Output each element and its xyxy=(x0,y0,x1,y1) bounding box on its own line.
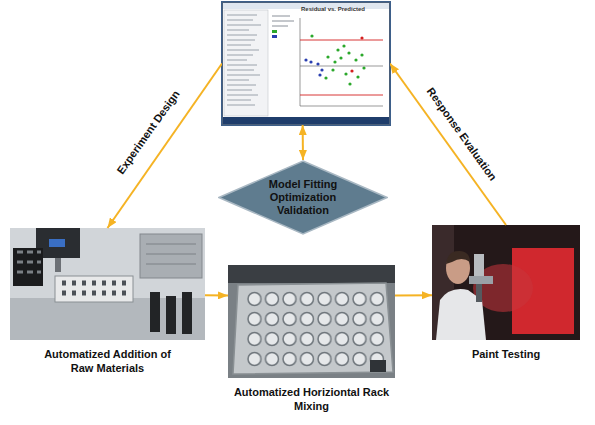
edge-label: Response Evaluation xyxy=(425,85,500,182)
flow-arrow xyxy=(302,125,304,160)
photo-background xyxy=(432,225,580,340)
photo-box: Paint Testing xyxy=(432,225,580,340)
side-panel-items xyxy=(227,15,261,105)
decision-diamond: Model Fitting Optimization Validation xyxy=(218,160,388,235)
diamond-text: Model Fitting Optimization Validation xyxy=(261,178,345,217)
data-point xyxy=(326,55,329,58)
tray-vials xyxy=(62,283,126,293)
zero-line xyxy=(300,66,383,67)
data-point xyxy=(360,36,363,39)
photo-box: Automatized Horiziontal Rack Mixing xyxy=(228,265,395,378)
data-point xyxy=(362,66,365,69)
dispensing-robot-photo xyxy=(10,228,205,340)
data-point xyxy=(339,56,342,59)
window-frame xyxy=(222,2,390,125)
data-point xyxy=(309,60,312,63)
legend-swatch xyxy=(272,35,277,38)
vial-caps xyxy=(17,252,41,272)
flow-arrow xyxy=(205,294,228,296)
edge-label: Experiment Design xyxy=(114,88,182,176)
data-point xyxy=(356,75,359,78)
data-point xyxy=(348,82,351,85)
data-point xyxy=(360,53,363,56)
vial-rack xyxy=(13,248,43,286)
mixer-frame xyxy=(228,265,395,283)
plot-axis xyxy=(300,106,383,107)
data-point xyxy=(310,34,313,37)
data-point xyxy=(354,58,357,61)
head-light xyxy=(49,239,65,247)
spray-gun-cup xyxy=(474,254,484,276)
clamp xyxy=(370,360,386,372)
photo-caption: Automatized Addition of Raw Materials xyxy=(33,347,183,375)
spray-gun-handle xyxy=(476,284,482,302)
diamond-shape xyxy=(219,161,387,234)
plot-title: Residual vs. Predicted xyxy=(301,6,365,12)
scatter-points xyxy=(350,36,363,72)
software-screenshot: Residual vs. Predicted xyxy=(222,2,390,125)
data-point xyxy=(344,72,347,75)
data-point xyxy=(331,68,334,71)
vial-tray xyxy=(55,276,133,302)
vial xyxy=(166,296,176,334)
rack-plate xyxy=(233,283,393,374)
instrument-housing xyxy=(140,234,202,278)
data-point xyxy=(318,73,321,76)
rack-mixer-photo xyxy=(228,265,395,378)
data-point xyxy=(347,51,350,54)
operator-hair xyxy=(446,251,470,264)
photo-caption: Automatized Horiziontal Rack Mixing xyxy=(219,385,404,413)
side-panel xyxy=(224,10,268,116)
data-point xyxy=(336,48,339,51)
photo-background xyxy=(228,265,395,378)
photo-caption: Paint Testing xyxy=(436,347,576,361)
flow-arrow xyxy=(390,64,506,226)
limit-line xyxy=(300,95,383,96)
data-point xyxy=(342,44,345,47)
legend-swatch xyxy=(272,30,277,33)
limit-line xyxy=(300,40,383,41)
scatter-points xyxy=(304,58,323,76)
plot-axis xyxy=(300,18,301,106)
housing-detail xyxy=(146,244,196,264)
data-point xyxy=(316,62,319,65)
data-point xyxy=(324,76,327,79)
software-screenshot xyxy=(222,2,390,125)
spray-gun-body xyxy=(469,276,493,284)
data-point xyxy=(304,58,307,61)
vial xyxy=(182,292,192,334)
photo-box: Automatized Addition of Raw Materials xyxy=(10,228,205,340)
flow-arrow xyxy=(108,64,223,229)
taskbar xyxy=(222,117,390,125)
data-point xyxy=(350,69,353,72)
data-point xyxy=(333,60,336,63)
vial xyxy=(150,292,160,332)
photo-background xyxy=(10,228,205,340)
scatter-points xyxy=(310,34,365,85)
flow-arrow xyxy=(395,294,432,296)
rack-wells xyxy=(246,289,386,369)
legend-items xyxy=(272,16,294,26)
nozzle xyxy=(55,258,61,272)
data-point xyxy=(320,68,323,71)
spray-testing-photo xyxy=(432,225,580,340)
